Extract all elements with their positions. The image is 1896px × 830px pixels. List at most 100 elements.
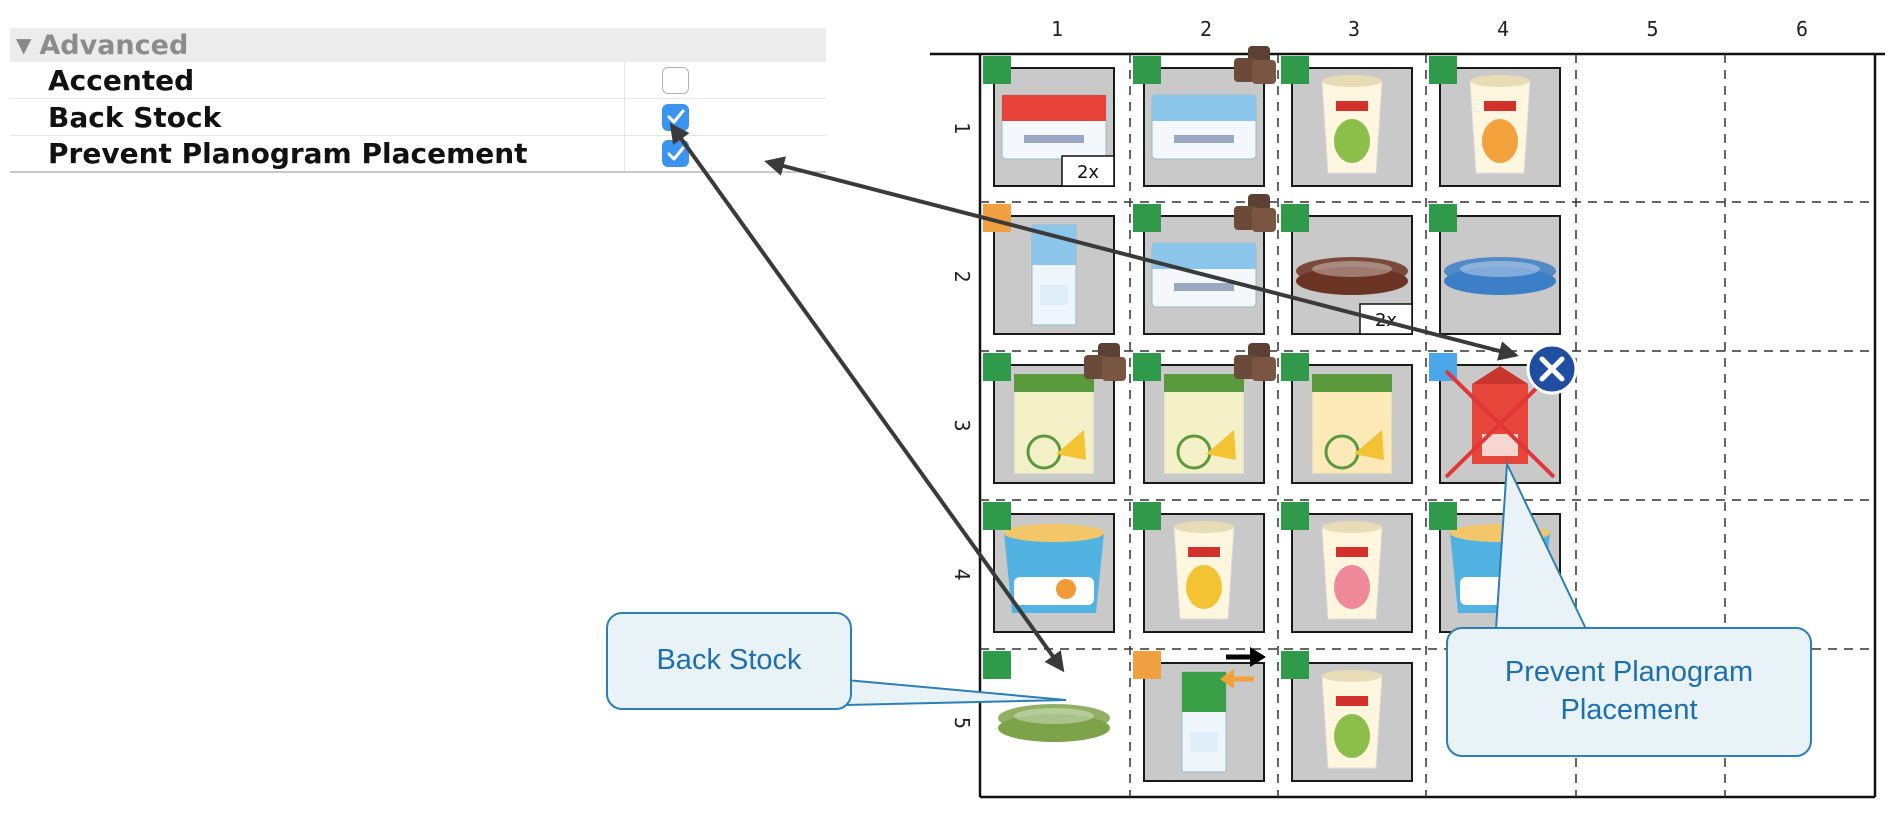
stacked-boxes-icon — [1084, 343, 1126, 381]
property-label: Accented — [10, 62, 625, 98]
prevent-callout-text-line2: Placement — [1560, 694, 1698, 726]
box-band — [1312, 374, 1392, 392]
planogram-cell-r4c2[interactable] — [1133, 502, 1265, 633]
cheese-top — [998, 704, 1110, 732]
cup-lid — [1470, 75, 1530, 87]
row-label: 3 — [950, 419, 974, 431]
row-label: 1 — [950, 122, 974, 134]
planogram-cell-r4c4[interactable] — [1429, 502, 1561, 633]
cheese-shine — [1014, 708, 1094, 724]
column-label: 4 — [1497, 17, 1509, 41]
planogram-cell-r1c4[interactable] — [1429, 56, 1561, 187]
status-indicator — [983, 502, 1011, 530]
planogram-cell-r2c3[interactable]: 2x — [1281, 204, 1413, 335]
prevent-callout-text-line1: Prevent Planogram — [1504, 656, 1754, 689]
cup-fruit — [1482, 119, 1518, 163]
planogram-cell-r5c1[interactable] — [983, 651, 1110, 742]
package-label — [1174, 135, 1234, 143]
box-band — [1014, 374, 1094, 392]
stacked-boxes-icon — [1234, 46, 1276, 84]
planogram-cell-r3c1[interactable] — [983, 343, 1126, 484]
tub-fruit — [1502, 579, 1522, 599]
carton-label — [1190, 732, 1218, 752]
tub-label — [1460, 577, 1540, 605]
planogram-cell-r3c3[interactable] — [1281, 353, 1413, 484]
property-row-prevent-placement: Prevent Planogram Placement — [10, 136, 826, 173]
carton-label — [1040, 285, 1068, 305]
facings-label: 2x — [1375, 310, 1397, 331]
cup-lid — [1322, 521, 1382, 533]
cup-lid — [1322, 670, 1382, 682]
carton-label — [1482, 434, 1518, 456]
status-indicator — [1281, 56, 1309, 84]
planogram-cell-r1c2[interactable] — [1133, 46, 1276, 187]
cup-brand — [1484, 101, 1516, 111]
status-indicator — [1281, 651, 1309, 679]
property-row-accented: Accented — [10, 62, 826, 99]
package-band — [1152, 95, 1256, 121]
cup-fruit — [1186, 565, 1222, 609]
planogram-cell-r3c4[interactable] — [1429, 343, 1578, 484]
triangle-down-icon[interactable]: ▼ — [16, 33, 32, 57]
status-indicator — [1281, 502, 1309, 530]
planogram-cell-r2c2[interactable] — [1133, 194, 1276, 335]
status-indicator — [983, 651, 1011, 679]
planogram-cell-r1c3[interactable] — [1281, 56, 1413, 187]
planogram-cell-r5c3[interactable] — [1281, 651, 1413, 782]
status-indicator — [1429, 502, 1457, 530]
package-label — [1174, 283, 1234, 291]
property-label: Prevent Planogram Placement — [10, 136, 625, 171]
cheese-shine — [1312, 261, 1392, 277]
planogram-cell-r3c2[interactable] — [1133, 343, 1276, 484]
x-circle-icon[interactable] — [1526, 343, 1578, 395]
section-title: Advanced — [39, 29, 189, 61]
planogram-cell-r4c3[interactable] — [1281, 502, 1413, 633]
move-arrows-icon — [1220, 647, 1266, 689]
package-band — [1002, 95, 1106, 121]
cup-brand — [1336, 101, 1368, 111]
package-band — [1152, 243, 1256, 269]
column-label: 2 — [1200, 17, 1212, 41]
package-label — [1024, 135, 1084, 143]
cup-fruit — [1334, 714, 1370, 758]
carton-top — [1032, 225, 1076, 265]
stack-box — [1102, 357, 1126, 381]
stacked-boxes-icon — [1234, 343, 1276, 381]
property-row-back-stock: Back Stock — [10, 99, 826, 136]
stacked-boxes-icon — [1234, 194, 1276, 232]
column-label: 1 — [1051, 17, 1063, 41]
row-label: 5 — [950, 717, 974, 729]
cup-fruit — [1334, 119, 1370, 163]
status-indicator — [983, 56, 1011, 84]
stack-box — [1252, 60, 1276, 84]
carton-top — [1182, 672, 1226, 712]
prevent-placement-callout: Prevent Planogram Placement — [1446, 627, 1812, 757]
advanced-section-header[interactable]: ▼ Advanced — [10, 28, 826, 62]
tub-lid — [1004, 524, 1104, 542]
back-stock-callout-text: Back Stock — [656, 644, 802, 677]
tub-lid — [1450, 524, 1550, 542]
planogram-cell-r5c2[interactable] — [1133, 647, 1266, 782]
planogram-cell-r4c1[interactable] — [983, 502, 1115, 633]
tub-label — [1014, 577, 1094, 605]
status-indicator — [1133, 502, 1161, 530]
planogram-cell-r2c1[interactable] — [983, 204, 1115, 335]
stack-box — [1252, 208, 1276, 232]
facings-label: 2x — [1077, 162, 1099, 183]
status-indicator — [1281, 353, 1309, 381]
column-label: 6 — [1796, 17, 1808, 41]
cup-brand — [1188, 547, 1220, 557]
column-label: 5 — [1646, 17, 1658, 41]
planogram-cell-r2c4[interactable] — [1429, 204, 1561, 335]
move-arrowhead — [1250, 647, 1266, 667]
status-indicator — [1133, 651, 1161, 679]
status-indicator — [1429, 56, 1457, 84]
stack-box — [1252, 357, 1276, 381]
planogram-cell-r1c1[interactable]: 2x — [983, 56, 1115, 187]
tub-fruit — [1056, 579, 1076, 599]
accented-checkbox[interactable] — [662, 66, 689, 94]
status-indicator — [983, 204, 1011, 232]
property-label: Back Stock — [10, 99, 625, 135]
column-label: 3 — [1348, 17, 1360, 41]
x-circle-mark — [1539, 356, 1565, 382]
